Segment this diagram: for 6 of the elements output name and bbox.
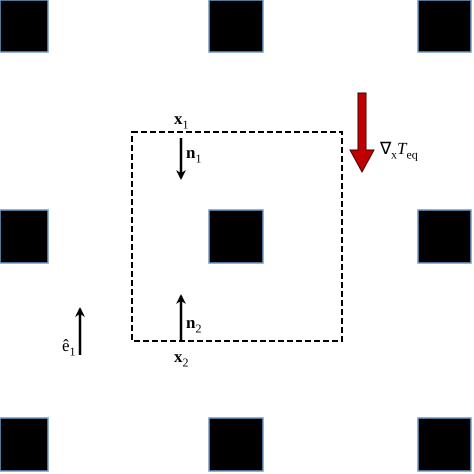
vector-label: ∇$_{x}$T$_{eq}$ — [380, 140, 418, 160]
vector-label: n$_{1}$ — [186, 144, 202, 164]
vector-label: n$_{2}$ — [186, 314, 202, 334]
vector-label: ê$_{1}$ — [62, 337, 76, 358]
vector-label: x$_{1}$ — [174, 110, 188, 130]
vector-label: x$_{2}$ — [174, 348, 188, 368]
